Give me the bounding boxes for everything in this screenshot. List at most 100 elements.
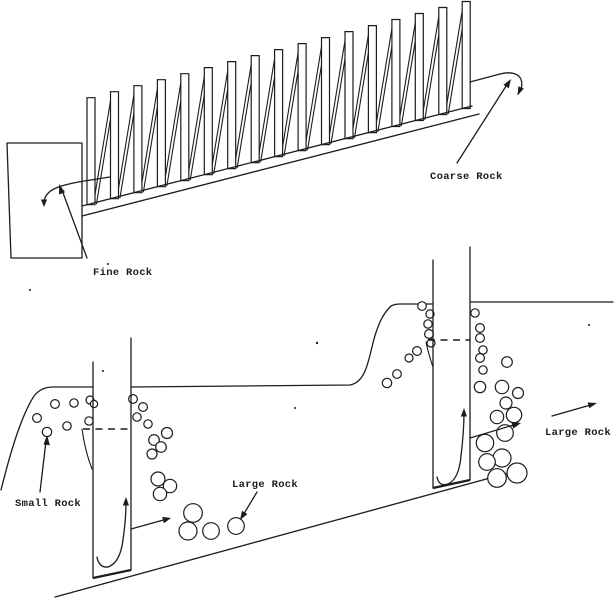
small-rock-pointer-line bbox=[39, 440, 47, 493]
left-hill-profile bbox=[0, 386, 94, 491]
rock bbox=[132, 412, 142, 422]
speckle bbox=[294, 407, 296, 409]
coarse-rock-trajectory-curve bbox=[469, 72, 523, 95]
rock bbox=[162, 478, 178, 494]
screen-deck bbox=[81, 0, 480, 217]
rock bbox=[31, 413, 42, 424]
left-updraft-arrowhead-icon bbox=[122, 497, 129, 506]
rock bbox=[183, 503, 203, 523]
rock bbox=[501, 356, 513, 368]
rock bbox=[146, 448, 158, 460]
middle-surface-profile bbox=[130, 303, 434, 388]
rock bbox=[84, 416, 94, 426]
rock bbox=[475, 333, 486, 344]
left-channel-walls bbox=[92, 337, 132, 579]
rock bbox=[506, 462, 528, 484]
rock bbox=[475, 353, 486, 364]
rock bbox=[138, 402, 149, 413]
fine-rock-pointer-arrowhead-icon bbox=[59, 184, 66, 195]
fine-rock-label: Fine Rock bbox=[93, 267, 152, 279]
large-rock-left-label: Large Rock bbox=[232, 479, 298, 491]
speckle bbox=[29, 289, 31, 291]
right-channel-deflector bbox=[425, 341, 434, 368]
speckle bbox=[315, 341, 319, 345]
rock bbox=[143, 419, 153, 429]
zigzag-wires bbox=[92, 3, 467, 205]
small-rocks-left-pile bbox=[31, 395, 99, 438]
coarse-rock-trajectory-arrowhead-icon bbox=[517, 86, 524, 96]
rock bbox=[69, 398, 79, 408]
rock bbox=[160, 426, 174, 440]
rock bbox=[473, 380, 487, 394]
left-channel-updraft-arrow bbox=[96, 501, 127, 568]
rock bbox=[499, 396, 513, 410]
rock bbox=[412, 346, 423, 357]
large-rock-right-label: Large Rock bbox=[545, 427, 611, 439]
left-channel-deflector bbox=[81, 428, 93, 470]
scan-speckles bbox=[29, 263, 590, 409]
rocks-after-left-channel bbox=[128, 394, 245, 541]
speckle bbox=[588, 324, 590, 326]
rock bbox=[423, 319, 433, 329]
rock bbox=[475, 323, 486, 334]
rocks-after-right-channel bbox=[470, 308, 528, 488]
small-rock-label: Small Rock bbox=[15, 498, 81, 510]
rock bbox=[150, 471, 166, 487]
large-rock-right-arrow-line bbox=[551, 403, 595, 417]
large-rock-right-arrowhead-icon bbox=[587, 402, 597, 409]
rock bbox=[148, 434, 160, 446]
rock bbox=[381, 377, 393, 389]
small-rock-pointer-arrowhead-icon bbox=[43, 435, 50, 446]
rock bbox=[89, 399, 99, 409]
large-rock-left-arrowhead-icon bbox=[240, 510, 248, 520]
right-updraft-arrowhead-icon bbox=[460, 408, 467, 417]
left-exit-arrowhead-icon bbox=[162, 516, 171, 524]
fine-rock-flow-arrowhead-icon bbox=[40, 199, 48, 207]
rock bbox=[475, 433, 495, 453]
rock bbox=[478, 345, 488, 355]
rock bbox=[392, 369, 402, 379]
right-channel-exit-arrow bbox=[469, 423, 518, 439]
right-air-channel bbox=[425, 246, 521, 490]
rock bbox=[178, 521, 198, 541]
rock bbox=[425, 309, 435, 319]
rock bbox=[492, 448, 512, 468]
left-channel-exit-arrow bbox=[130, 518, 168, 530]
left-channel-bottom bbox=[92, 568, 132, 580]
rock bbox=[227, 517, 245, 535]
box-outline bbox=[6, 142, 83, 259]
rock bbox=[62, 421, 72, 431]
coarse-rock-pointer-line bbox=[456, 82, 509, 164]
rock bbox=[494, 379, 510, 395]
screen-rail bbox=[81, 105, 480, 217]
screen-bars bbox=[86, 0, 471, 206]
small-rock-annotation: Small Rock bbox=[15, 435, 81, 510]
rock bbox=[424, 329, 435, 340]
right-exit-arrowhead-icon bbox=[511, 421, 521, 429]
sloped-floor-line bbox=[54, 468, 524, 598]
rock bbox=[470, 308, 480, 318]
fines-collection-box bbox=[6, 142, 83, 259]
fine-rock-pointer-line bbox=[61, 189, 88, 259]
rock bbox=[49, 399, 60, 410]
fine-rock-flow-arrow bbox=[43, 176, 111, 204]
right-channel-bottom bbox=[432, 478, 471, 490]
rock bbox=[489, 409, 505, 425]
rock bbox=[505, 406, 523, 424]
rock bbox=[128, 394, 139, 405]
speckle bbox=[102, 370, 104, 372]
rock bbox=[202, 522, 220, 540]
coarse-rock-label: Coarse Rock bbox=[430, 171, 503, 183]
rock bbox=[155, 441, 167, 453]
right-channel-updraft-arrow bbox=[436, 411, 465, 486]
right-channel-walls bbox=[432, 246, 471, 489]
left-air-channel bbox=[81, 337, 171, 580]
separator-profile bbox=[0, 301, 614, 598]
rock bbox=[417, 301, 427, 311]
rock bbox=[487, 468, 507, 488]
large-rock-left-annotation: Large Rock bbox=[232, 479, 298, 520]
rock bbox=[404, 353, 414, 363]
coarse-rock-annotation: Coarse Rock bbox=[430, 72, 524, 183]
